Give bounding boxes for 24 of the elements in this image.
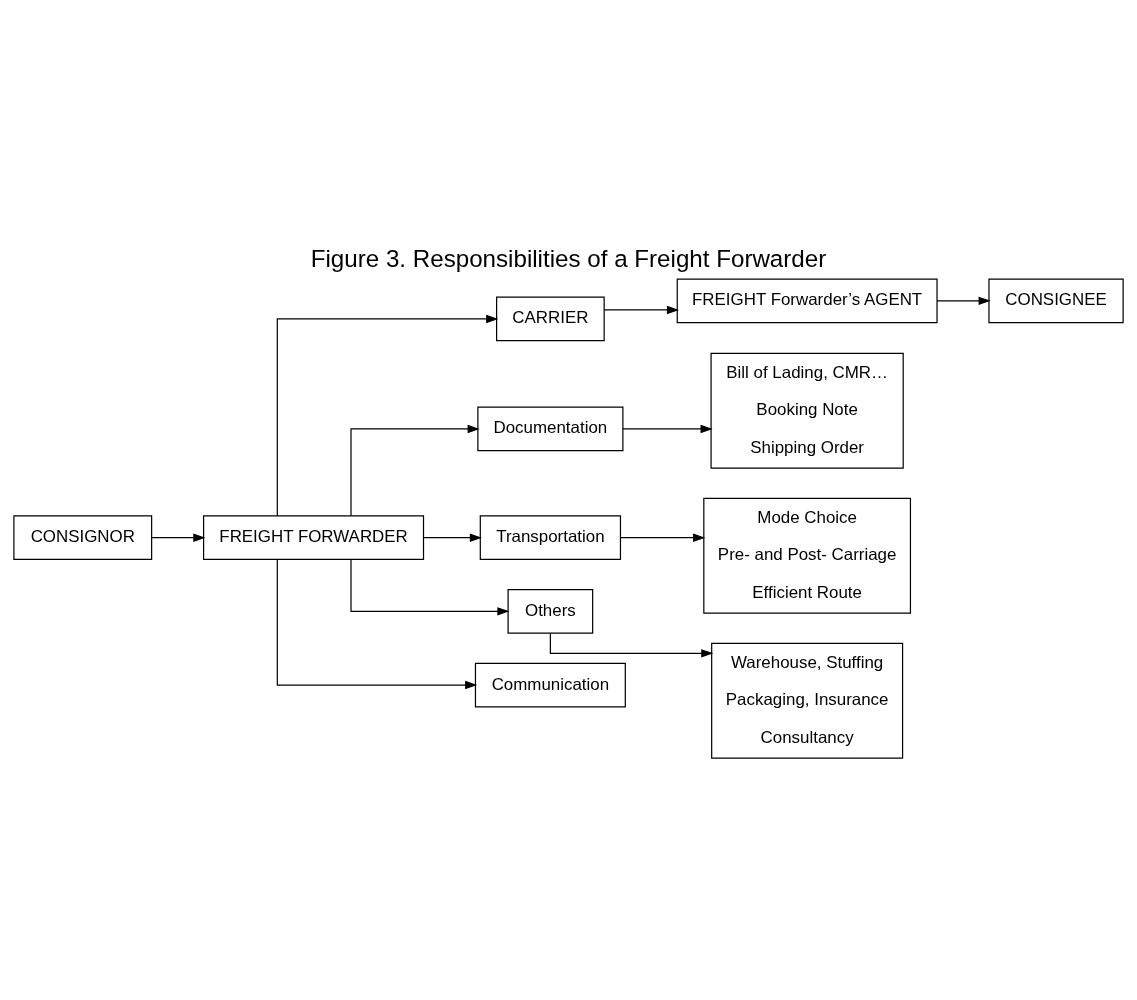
node-box: Communication [474,662,626,707]
node-box: Others [507,588,594,634]
arrow [603,305,680,314]
arrow [936,296,991,305]
arrow [549,632,714,658]
arrow [350,424,480,516]
node-box: Transportation [479,514,622,560]
diagram-title: Figure 3. Responsibilities of a Freight Forwarder [310,244,827,272]
arrow [276,558,478,689]
node-box: CARRIER [496,296,605,341]
node-box: Documentation [477,406,624,451]
arrow [276,314,499,516]
node-box: Bill of Lading, CMR… Booking Note Shipping Order [710,352,904,469]
node-box: CONSIGNOR [13,514,153,560]
node-box: Mode Choice Pre- and Post- Carriage Efficient Route [703,497,912,614]
node-box: CONSIGNEE [988,277,1124,323]
arrow [350,558,510,616]
arrow [622,424,713,433]
node-box: Warehouse, Stuffing Packaging, Insurance Consultancy [711,642,904,759]
arrow [151,532,206,542]
node-box: FREIGHT Forwarder’s AGENT [676,277,938,323]
arrow [423,532,482,542]
node-box: FREIGHT FORWARDER [203,514,425,560]
arrow [619,532,706,542]
